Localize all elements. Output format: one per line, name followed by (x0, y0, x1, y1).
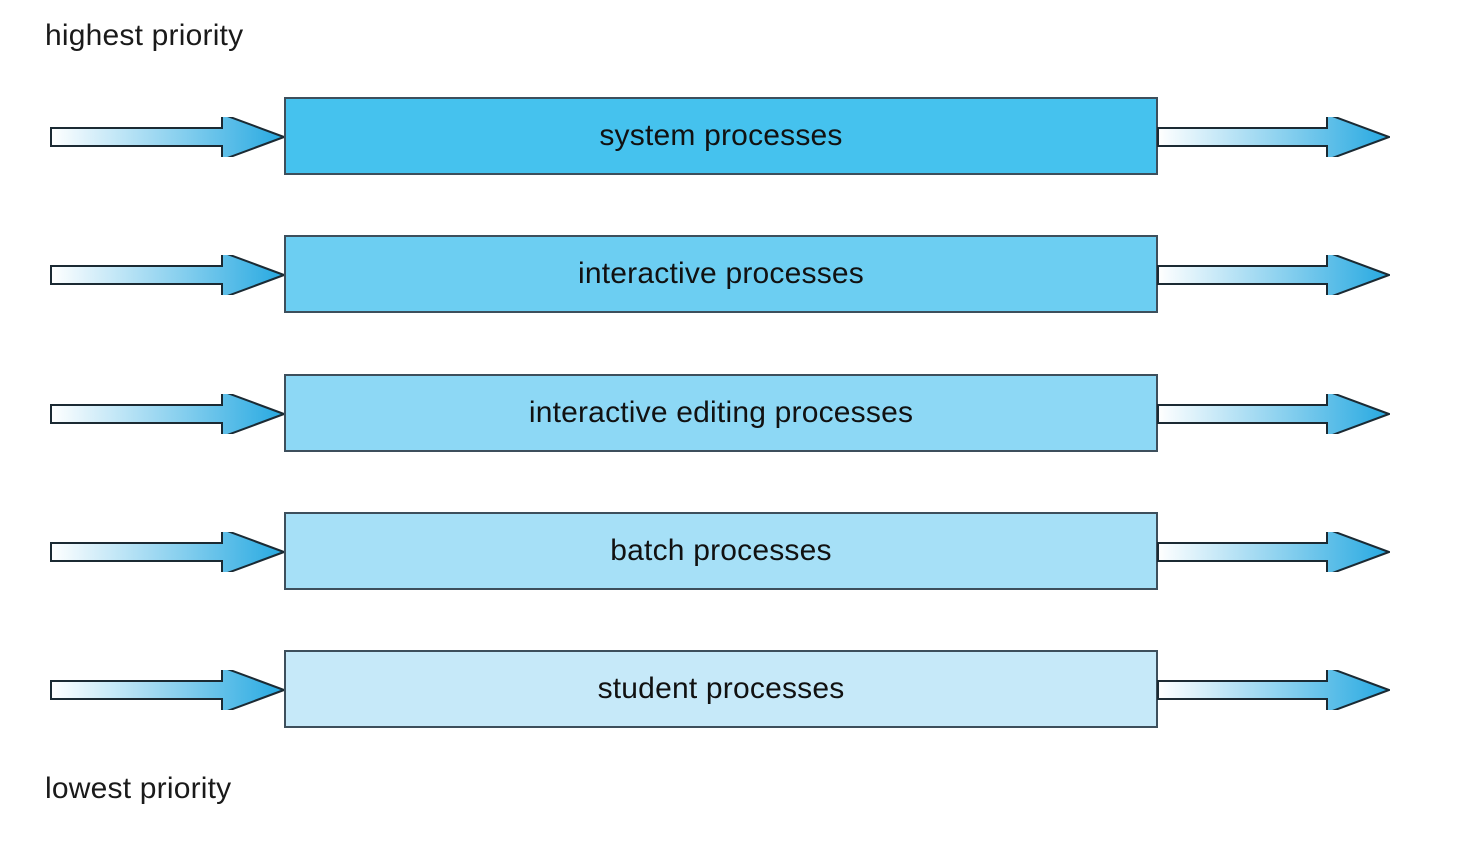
incoming-arrow (50, 255, 285, 295)
outgoing-arrow (1157, 117, 1390, 157)
arrow-right-icon (50, 532, 285, 572)
queue-box-3[interactable]: interactive editing processes (284, 374, 1158, 452)
incoming-arrow (50, 394, 285, 434)
queue-box-1[interactable]: system processes (284, 97, 1158, 175)
arrow-right-icon (50, 255, 285, 295)
queue-label: batch processes (610, 534, 832, 567)
queue-label: system processes (599, 119, 843, 152)
arrow-right-icon (50, 670, 285, 710)
incoming-arrow (50, 117, 285, 157)
incoming-arrow (50, 532, 285, 572)
highest-priority-label: highest priority (45, 19, 244, 52)
outgoing-arrow (1157, 394, 1390, 434)
arrow-right-icon (50, 117, 285, 157)
arrow-right-icon (1157, 117, 1390, 157)
arrow-right-icon (1157, 670, 1390, 710)
queue-label: interactive processes (578, 257, 864, 290)
outgoing-arrow (1157, 532, 1390, 572)
incoming-arrow (50, 670, 285, 710)
lowest-priority-label: lowest priority (45, 772, 232, 805)
queue-label: interactive editing processes (528, 396, 914, 429)
queue-label: student processes (597, 672, 845, 705)
arrow-right-icon (1157, 532, 1390, 572)
arrow-right-icon (50, 394, 285, 434)
outgoing-arrow (1157, 670, 1390, 710)
arrow-right-icon (1157, 255, 1390, 295)
queue-box-4[interactable]: batch processes (284, 512, 1158, 590)
queue-box-5[interactable]: student processes (284, 650, 1158, 728)
queue-box-2[interactable]: interactive processes (284, 235, 1158, 313)
outgoing-arrow (1157, 255, 1390, 295)
arrow-right-icon (1157, 394, 1390, 434)
